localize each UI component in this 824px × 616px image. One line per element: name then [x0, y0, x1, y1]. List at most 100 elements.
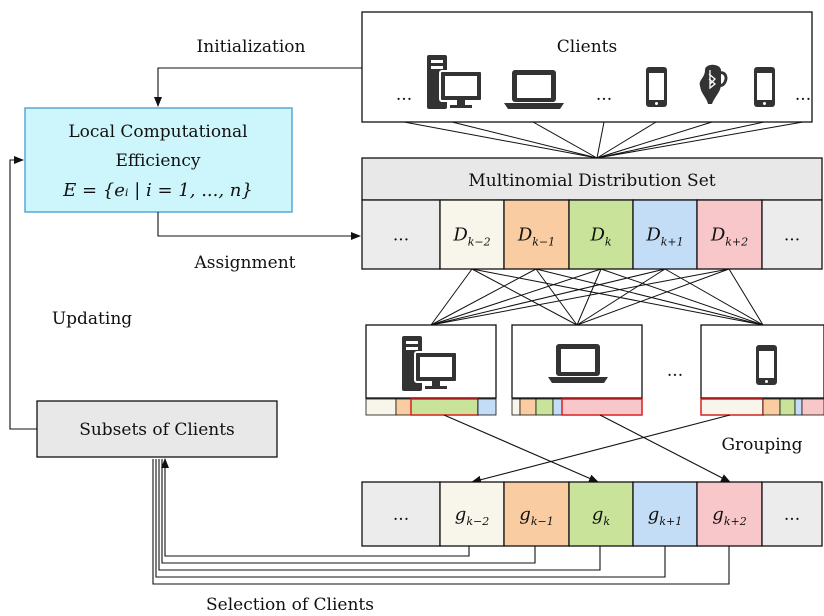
connector-line [535, 268, 764, 326]
clients-ellipsis-middle: ... [596, 85, 612, 105]
assignment-arrow [157, 212, 361, 240]
group-cell-label: ... [393, 505, 409, 525]
set-to-device-connectors [430, 268, 764, 326]
efficiency-formula: E = {eᵢ | i = 1, ..., n} [62, 180, 253, 201]
clients-box: Clients ... ... ... [361, 11, 813, 123]
device-group-desktop [365, 324, 497, 416]
distribution-cell [439, 199, 505, 270]
connector-line [728, 268, 764, 326]
device-distribution-bar [511, 398, 643, 416]
group-cell-symbol: g [592, 504, 604, 525]
efficiency-title-line1: Local Computational [68, 122, 247, 142]
updating-arrow [9, 156, 37, 430]
group-cell-subscript: k+2 [724, 515, 747, 528]
distribution-cell-label: Dk+1 [645, 225, 683, 249]
updating-label: Updating [52, 309, 132, 329]
connector-line [430, 268, 537, 326]
subsets-box: Subsets of Clients [36, 400, 278, 458]
selection-label: Selection of Clients [206, 595, 374, 615]
group-cell-subscript: k [603, 515, 610, 528]
group-cell-label: gk+1 [648, 504, 682, 528]
bluetooth-headset-icon [699, 64, 728, 104]
distribution-cell-label: Dk [589, 225, 611, 249]
group-cell [696, 481, 763, 547]
distribution-cell-subscript: k−1 [532, 236, 555, 249]
group-cell [568, 481, 634, 547]
group-cell-symbol: g [648, 504, 660, 525]
phone-icon [754, 67, 775, 107]
group-cell-symbol: ... [393, 505, 409, 525]
group-cell-label: gk+2 [712, 504, 746, 528]
connector-line [664, 268, 764, 326]
group-cell-symbol: g [455, 504, 467, 525]
group-cell-subscript: k−1 [531, 515, 554, 528]
phone-icon [646, 67, 667, 107]
connector-line [576, 268, 730, 326]
distribution-cell [761, 199, 823, 270]
group-cell-symbol: g [519, 504, 531, 525]
clients-to-set-connectors [403, 121, 804, 159]
distribution-cell-symbol: D [710, 225, 726, 246]
subsets-label: Subsets of Clients [79, 420, 235, 440]
clients-title: Clients [557, 37, 617, 57]
group-cell-symbol: g [712, 504, 724, 525]
connector-line [430, 268, 473, 326]
assignment-label: Assignment [194, 253, 296, 273]
connector-line [430, 268, 602, 326]
distribution-set-header [361, 157, 823, 201]
group-cell-subscript: k+1 [659, 515, 682, 528]
device-group-phone [700, 324, 824, 416]
group-cell [503, 481, 570, 547]
selection-connectors [152, 458, 730, 585]
distribution-cell-symbol: D [517, 225, 533, 246]
connector-line [471, 268, 578, 326]
connector-line [576, 268, 666, 326]
grouping-arrows [443, 414, 731, 484]
distribution-cell-subscript: k+1 [661, 236, 684, 249]
distribution-cell-symbol: D [589, 225, 605, 246]
device-distribution-bar [365, 398, 497, 416]
group-cell [761, 481, 823, 547]
distribution-cell-label: Dk+2 [710, 225, 748, 249]
group-cell-label: ... [784, 505, 800, 525]
device-distribution-bar [700, 398, 824, 416]
group-cell-subscript: k−2 [466, 515, 489, 528]
distribution-set-title: Multinomial Distribution Set [468, 171, 715, 191]
distribution-cell [503, 199, 570, 270]
desktop-icon [402, 336, 458, 391]
connector-line [576, 268, 602, 326]
group-cell-label: gk [592, 504, 611, 528]
efficiency-box: Local Computational Efficiency E = {eᵢ |… [24, 107, 293, 213]
clients-ellipsis-right: ... [795, 85, 811, 105]
group-cell [361, 481, 441, 547]
connector-line [430, 268, 730, 326]
group-cell [632, 481, 698, 547]
group-cell [439, 481, 505, 547]
distribution-cell-label: ... [393, 226, 409, 246]
group-cell-label: gk−2 [455, 504, 489, 528]
initialization-label: Initialization [197, 37, 306, 57]
group-cell-symbol: ... [784, 505, 800, 525]
connector-line [430, 268, 666, 326]
group-cell-label: gk−1 [519, 504, 553, 528]
distribution-cell-label: Dk−2 [452, 225, 490, 249]
distribution-cell [696, 199, 763, 270]
distribution-cell [568, 199, 634, 270]
connector-line [471, 268, 764, 326]
efficiency-title-line2: Efficiency [115, 151, 200, 171]
laptop-icon [548, 344, 608, 383]
distribution-cell-symbol: D [452, 225, 468, 246]
distribution-cell-label: Dk−1 [517, 225, 555, 249]
distribution-cell-symbol: ... [784, 226, 800, 246]
distribution-cell-symbol: D [645, 225, 661, 246]
distribution-cell-subscript: k+2 [725, 236, 748, 249]
distribution-cell [632, 199, 698, 270]
desktop-icon [427, 55, 483, 109]
connector-line [535, 268, 578, 326]
device-group-laptop [511, 324, 643, 416]
distribution-cell-subscript: k [605, 236, 612, 249]
